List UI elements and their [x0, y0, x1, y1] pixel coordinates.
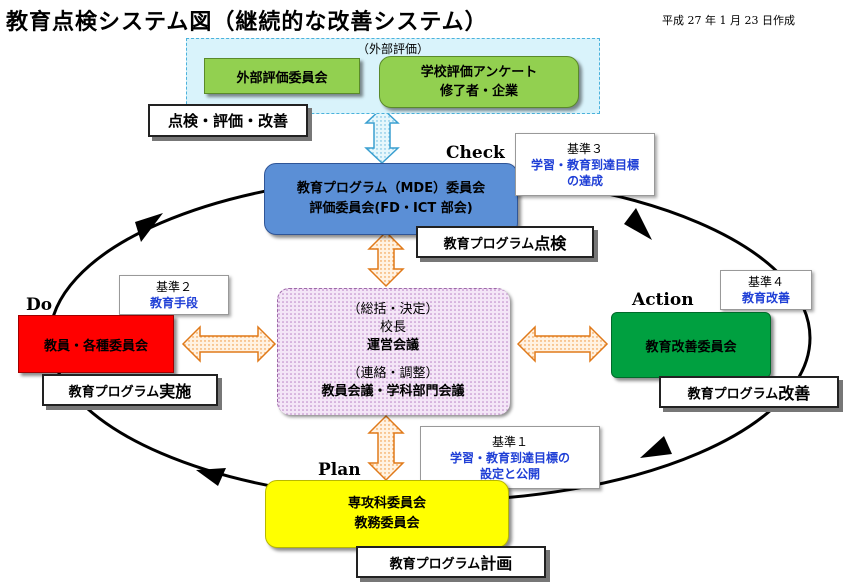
- external-committee-box: 外部評価委員会: [204, 58, 360, 94]
- standard-4-line1: 教育改善: [741, 291, 790, 305]
- cycle-arrowhead-bottom-right: [640, 436, 672, 458]
- check-phase-label: 教育プログラム点検: [416, 226, 594, 258]
- center-plan-double-arrow: [367, 414, 405, 482]
- phase-do-label: Do: [26, 295, 53, 315]
- action-node: 教育改善委員会: [611, 312, 771, 378]
- school-survey-line1: 学校評価アンケート: [420, 65, 538, 80]
- cycle-arrowhead-top-right: [624, 208, 652, 240]
- do-node: 教員・各種委員会: [18, 315, 174, 373]
- action-phase-label-prefix: 教育プログラム: [687, 386, 779, 402]
- check-phase-label-prefix: 教育プログラム: [443, 236, 535, 252]
- plan-phase-label: 教育プログラム計画: [356, 546, 546, 578]
- school-survey-line2: 修了者・企業: [439, 84, 518, 99]
- standard-3-box: 基準３ 学習・教育到達目標 の達成: [515, 133, 655, 196]
- plan-phase-label-prefix: 教育プログラム: [389, 556, 481, 572]
- phase-plan-label: Plan: [318, 460, 361, 480]
- check-center-double-arrow: [367, 230, 405, 288]
- do-phase-label: 教育プログラム実施: [42, 374, 218, 406]
- center-node-texture: [278, 289, 510, 415]
- inspection-label-text: 点検・評価・改善: [167, 112, 288, 130]
- center-action-double-arrow: [516, 325, 609, 363]
- standard-1-line1: 学習・教育到達目標の: [449, 450, 570, 465]
- check-node-line1: 教育プログラム（MDE）委員会: [296, 181, 486, 196]
- check-node-line2: 評価委員会(FD・ICT 部会): [309, 201, 473, 216]
- action-phase-label: 教育プログラム改善: [659, 376, 839, 408]
- center-line2: 校長: [379, 320, 406, 335]
- external-header: （外部評価）: [356, 42, 429, 56]
- center-line4: （連絡・調整）: [347, 366, 439, 381]
- action-node-line1: 教育改善委員会: [645, 339, 737, 355]
- standard-1-head: 基準１: [491, 434, 528, 449]
- standard-2-line1: 教育手段: [149, 296, 198, 310]
- standard-1-line2: 設定と公開: [479, 466, 540, 481]
- do-node-line1: 教員・各種委員会: [43, 338, 148, 354]
- standard-3-line1: 学習・教育到達目標: [530, 157, 639, 172]
- external-committee-label: 外部評価委員会: [236, 70, 328, 86]
- plan-phase-label-strong: 計画: [480, 554, 513, 573]
- check-node: 教育プログラム（MDE）委員会 評価委員会(FD・ICT 部会): [264, 163, 518, 235]
- center-node: （総括・決定） 校長 運営会議 （連絡・調整） 教員会議・学科部門会議: [277, 288, 510, 415]
- phase-check-label: Check: [446, 143, 505, 163]
- school-survey-box: 学校評価アンケート 修了者・企業: [379, 56, 579, 108]
- check-phase-label-strong: 点検: [534, 234, 567, 253]
- external-check-double-arrow: [364, 106, 400, 165]
- plan-node-line2: 教務委員会: [354, 516, 420, 531]
- inspection-label: 点検・評価・改善: [148, 104, 308, 137]
- standard-2-box: 基準２ 教育手段: [119, 275, 229, 315]
- page-title: 教育点検システム図（継続的な改善システム）: [6, 10, 488, 35]
- cycle-arrowhead-top-left: [135, 213, 163, 242]
- plan-node-line1: 専攻科委員会: [347, 496, 426, 511]
- standard-4-head: 基準４: [747, 275, 784, 289]
- action-phase-label-strong: 改善: [778, 384, 811, 403]
- cycle-arrowhead-bottom-left: [196, 468, 226, 486]
- center-line3: 運営会議: [366, 338, 419, 353]
- center-line5: 教員会議・学科部門会議: [321, 384, 465, 399]
- do-phase-label-strong: 実施: [159, 382, 192, 401]
- center-line1: （総括・決定）: [347, 302, 439, 317]
- standard-1-box: 基準１ 学習・教育到達目標の 設定と公開: [420, 426, 600, 489]
- do-phase-label-prefix: 教育プログラム: [68, 384, 160, 400]
- plan-node: 専攻科委員会 教務委員会: [265, 480, 509, 548]
- standard-2-head: 基準２: [155, 280, 192, 294]
- creation-date: 平成 27 年 1 月 23 日作成: [662, 14, 795, 27]
- standard-3-head: 基準３: [566, 141, 603, 156]
- standard-4-box: 基準４ 教育改善: [720, 270, 812, 310]
- do-center-double-arrow: [181, 325, 277, 363]
- phase-action-label: Action: [632, 290, 694, 310]
- standard-3-line2: の達成: [566, 173, 603, 188]
